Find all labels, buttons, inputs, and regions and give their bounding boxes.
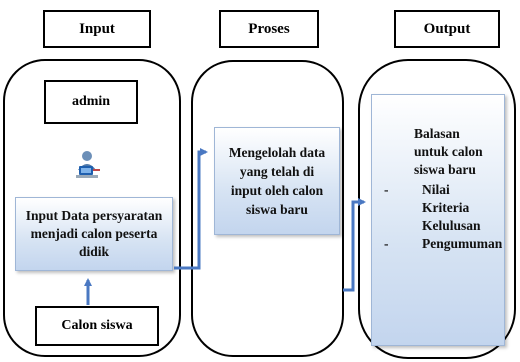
process-box: Mengelolah data yang telah di input oleh…	[214, 127, 340, 235]
header-proses: Proses	[219, 10, 319, 48]
arrow-input-to-proses	[174, 148, 208, 270]
admin-box: admin	[44, 80, 138, 124]
input-data-text: Input Data persyaratan menjadi calon pes…	[25, 208, 163, 259]
output-intro: Balasan untuk calon siswa baru	[414, 126, 483, 177]
output-item-pengumuman: Pengumuman	[380, 235, 502, 253]
header-input: Input	[43, 10, 151, 48]
arrow-proses-to-output	[343, 198, 366, 292]
header-proses-label: Proses	[248, 20, 290, 37]
calon-siswa-label: Calon siswa	[61, 318, 133, 333]
output-list: Nilai Kriteria Kelulusan Pengumuman	[380, 181, 502, 253]
output-box: Balasan untuk calon siswa baru Nilai Kri…	[371, 94, 505, 346]
output-item-nilai: Nilai Kriteria Kelulusan	[380, 181, 496, 235]
header-output: Output	[394, 10, 500, 48]
header-input-label: Input	[79, 20, 115, 37]
header-output-label: Output	[423, 20, 471, 37]
computer-user-icon	[73, 150, 103, 182]
admin-label: admin	[71, 94, 111, 109]
input-data-box: Input Data persyaratan menjadi calon pes…	[15, 197, 173, 271]
calon-siswa-box: Calon siswa	[35, 306, 159, 346]
process-text: Mengelolah data yang telah di input oleh…	[228, 145, 326, 217]
